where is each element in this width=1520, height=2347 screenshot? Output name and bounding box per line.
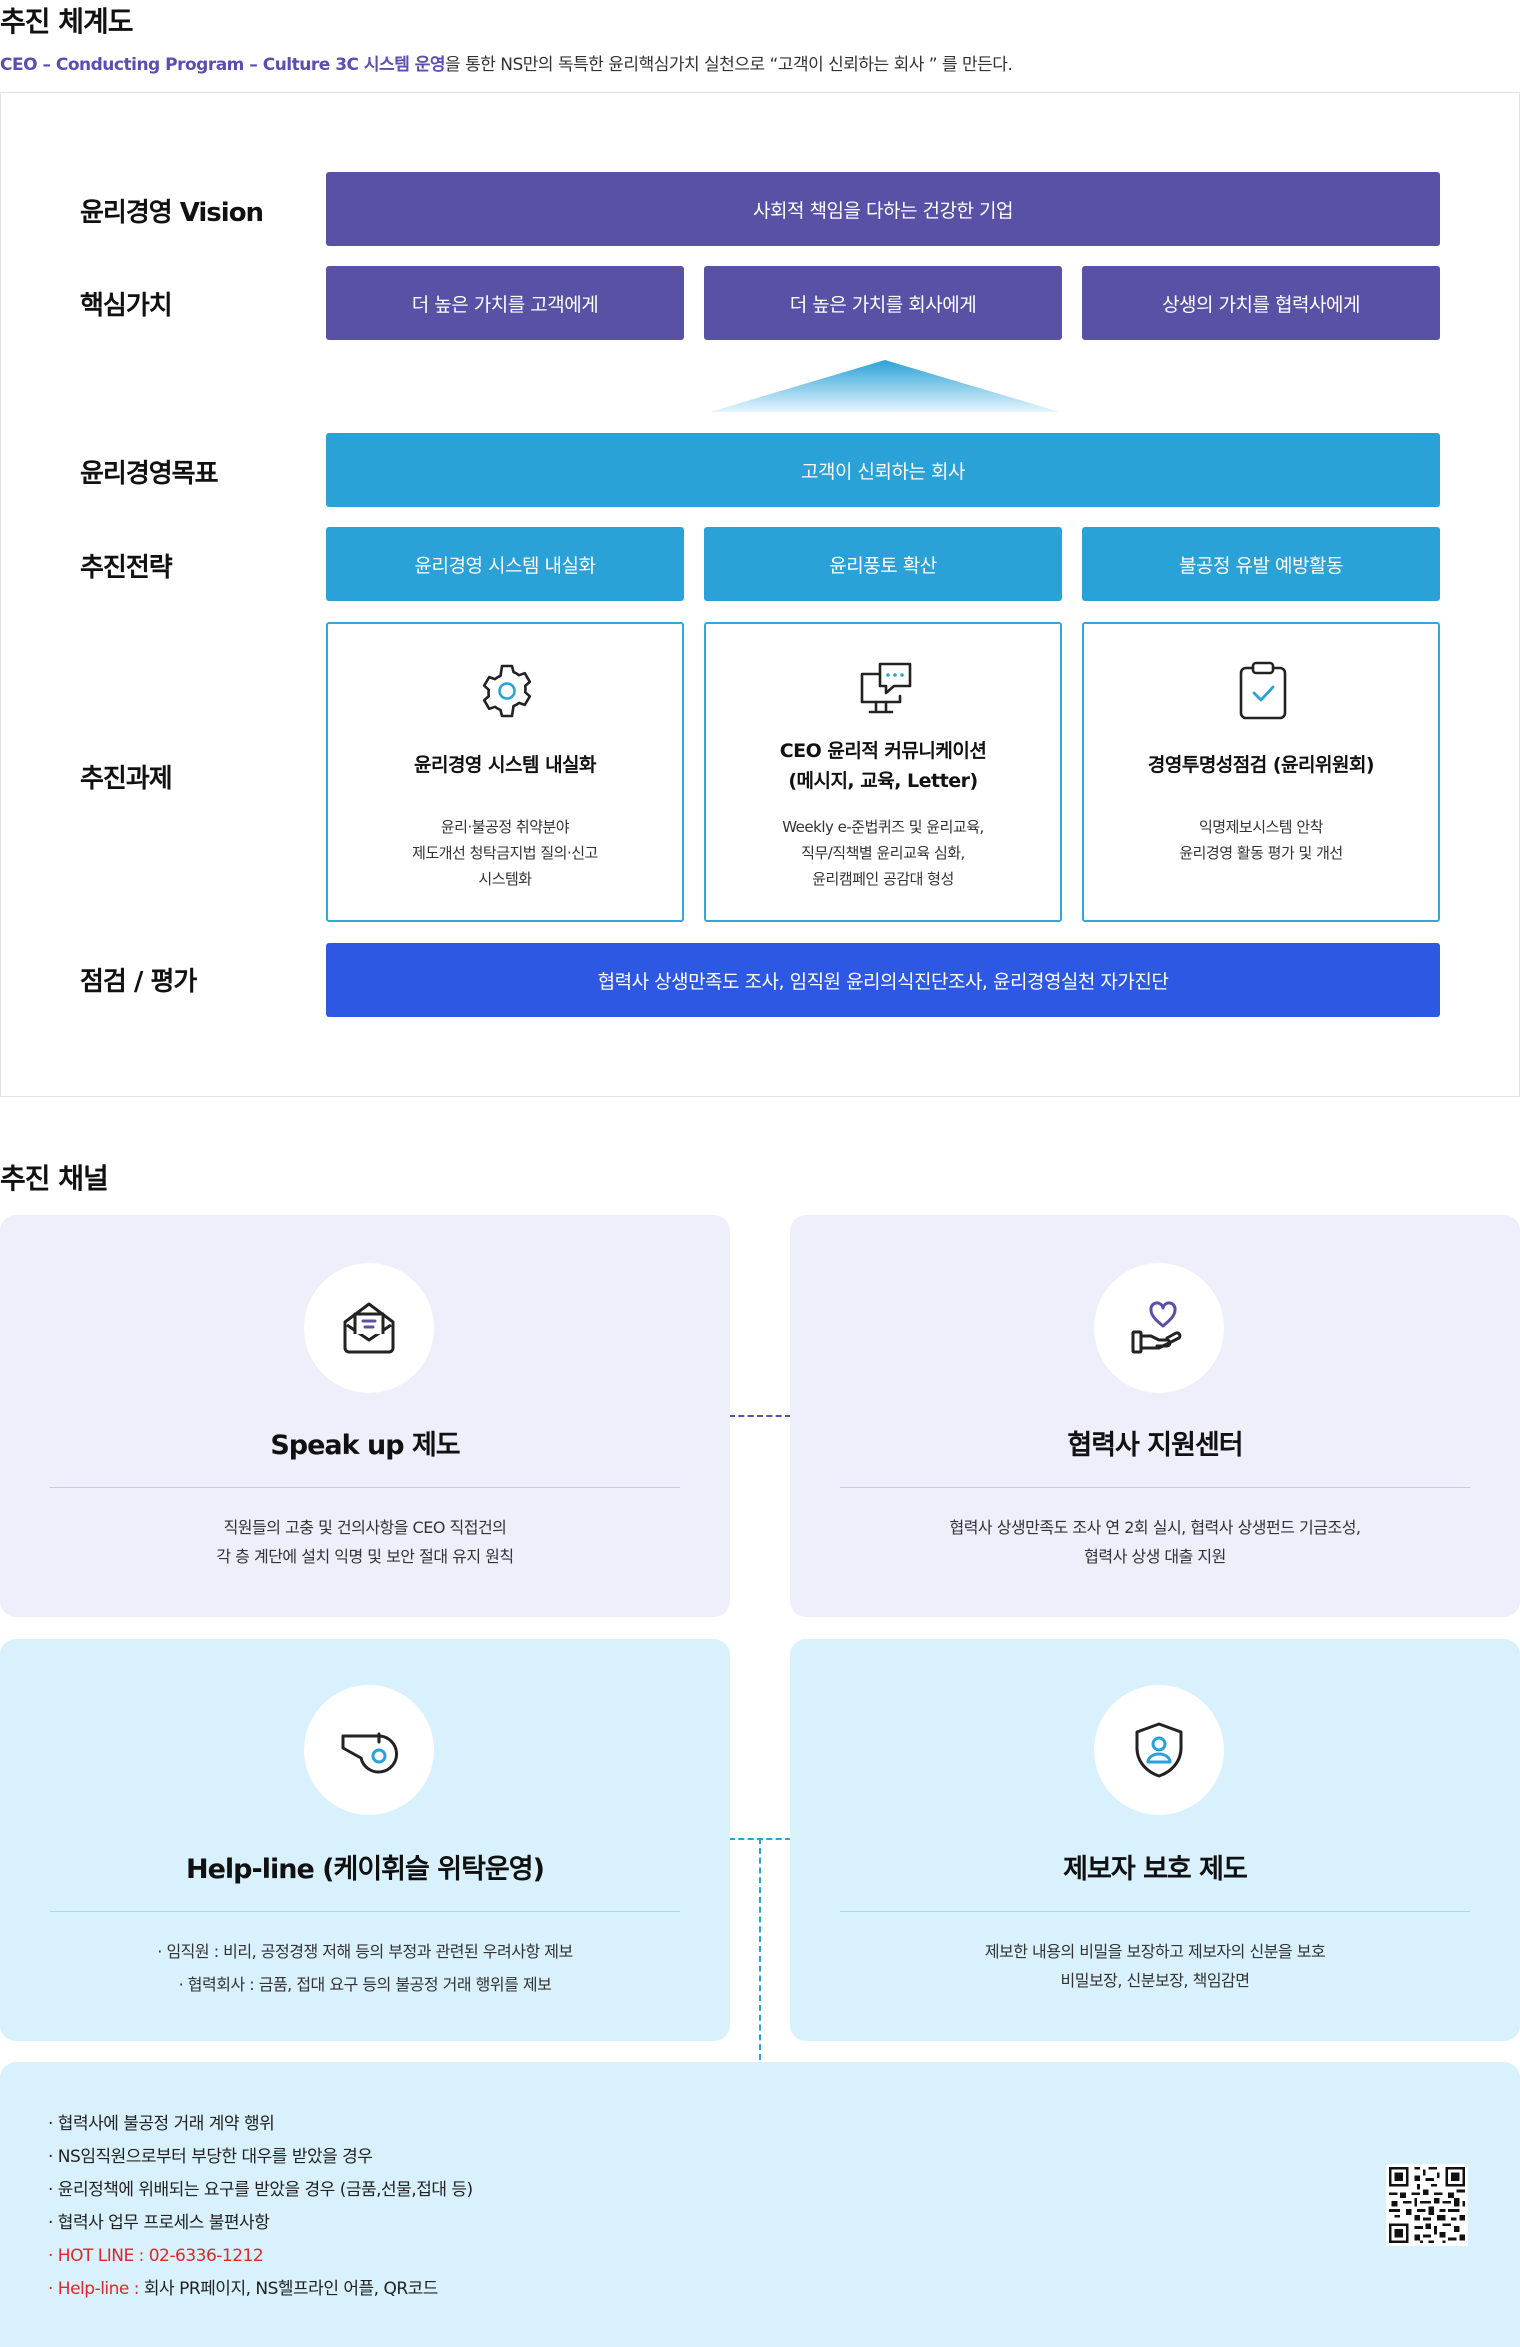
hotline-number[interactable]: · HOT LINE : 02-6336-1212 <box>48 2246 264 2266</box>
icon-circle <box>1094 1263 1224 1393</box>
task-desc-line: 익명제보시스템 안착 <box>1199 818 1323 836</box>
goal-label: 윤리경영목표 <box>80 459 219 489</box>
channel-card-protection: 제보자 보호 제도 제보한 내용의 비밀을 보장하고 제보자의 신분을 보호 비… <box>790 1639 1520 2041</box>
icon-circle <box>1094 1685 1224 1815</box>
icon-circle <box>304 1263 434 1393</box>
vision-label: 윤리경영 Vision <box>80 198 264 228</box>
channel-desc: · 임직원 : 비리, 공정경쟁 저해 등의 부정과 관련된 우려사항 제보 ·… <box>0 1935 730 2001</box>
task-desc: Weekly e-준법퀴즈 및 윤리교육, 직무/직책별 윤리교육 심화, 윤리… <box>716 814 1050 892</box>
strategy-prevention: 불공정 유발 예방활동 <box>1082 527 1440 601</box>
channel-title: 제보자 보호 제도 <box>1063 1854 1248 1885</box>
strategy-label: 추진전략 <box>80 553 173 583</box>
task-desc-line: 시스템화 <box>478 870 532 888</box>
section-title-system: 추진 체계도 <box>0 5 134 38</box>
core-value-partner: 상생의 가치를 협력사에게 <box>1082 266 1440 340</box>
channel-desc-line: 비밀보장, 신분보장, 책임감면 <box>1060 1971 1250 1990</box>
task-card-ceo-communication: CEO 윤리적 커뮤니케이션 (메시지, 교육, Letter) Weekly … <box>704 622 1062 922</box>
connector-line <box>729 1415 791 1417</box>
channel-title: Help-line (케이휘슬 위탁운영) <box>186 1854 545 1885</box>
subtitle-accent: CEO – Conducting Program – Culture 3C 시스… <box>0 55 446 75</box>
channel-desc-line: 협력사 상생만족도 조사 연 2회 실시, 협력사 상생펀드 기금조성, <box>949 1518 1361 1537</box>
helpline-channels: · Help-line : 회사 PR페이지, NS헬프라인 어플, QR코드 <box>48 2273 473 2306</box>
vision-bar: 사회적 책임을 다하는 건강한 기업 <box>326 172 1440 246</box>
heart-hand-icon <box>1131 1301 1182 1354</box>
task-card-transparency: 경영투명성점검 (윤리위원회) 익명제보시스템 안착 윤리경영 활동 평가 및 … <box>1082 622 1440 922</box>
channel-card-helpline: Help-line (케이휘슬 위탁운영) · 임직원 : 비리, 공정경쟁 저… <box>0 1639 730 2041</box>
helpline-label: · Help-line : <box>48 2279 140 2299</box>
task-card-system: 윤리경영 시스템 내실화 윤리·불공정 취약분야 제도개선 청탁금지법 질의·신… <box>326 622 684 922</box>
section-title-channels: 추진 채널 <box>0 1162 109 1195</box>
task-title: 윤리경영 시스템 내실화 <box>413 754 597 776</box>
strategy-culture: 윤리풍토 확산 <box>704 527 1062 601</box>
qr-code-icon[interactable] <box>1386 2164 1468 2246</box>
strategy-system: 윤리경영 시스템 내실화 <box>326 527 684 601</box>
report-item: · 협력사에 불공정 거래 계약 행위 <box>48 2114 275 2134</box>
gear-icon <box>482 664 532 718</box>
tasks-label: 추진과제 <box>80 764 173 794</box>
channel-desc-line: · 협력회사 : 금품, 접대 요구 등의 불공정 거래 행위를 제보 <box>178 1975 552 1994</box>
task-title-line: CEO 윤리적 커뮤니케이션 <box>779 740 987 762</box>
core-value-customer: 더 높은 가치를 고객에게 <box>326 266 684 340</box>
channel-desc: 제보한 내용의 비밀을 보장하고 제보자의 신분을 보호 비밀보장, 신분보장,… <box>790 1937 1520 1995</box>
report-info-list: · 협력사에 불공정 거래 계약 행위 · NS임직원으로부터 부당한 대우를 … <box>48 2108 473 2306</box>
report-item: · NS임직원으로부터 부당한 대우를 받았을 경우 <box>48 2147 373 2167</box>
task-title: 경영투명성점검 (윤리위원회) <box>1147 754 1375 776</box>
connector-line <box>759 1838 761 2060</box>
task-desc-line: 윤리캠페인 공감대 형성 <box>812 870 954 888</box>
task-desc-line: 제도개선 청탁금지법 질의·신고 <box>412 844 598 862</box>
divider <box>50 1911 680 1912</box>
report-info-box <box>0 2062 1520 2347</box>
goal-bar: 고객이 신뢰하는 회사 <box>326 433 1440 507</box>
evaluation-label: 점검 / 평가 <box>80 967 197 997</box>
monitor-chat-icon <box>860 662 912 714</box>
channel-desc: 협력사 상생만족도 조사 연 2회 실시, 협력사 상생펀드 기금조성, 협력사… <box>790 1513 1520 1571</box>
channel-desc-line: 직원들의 고충 및 건의사항을 CEO 직접건의 <box>223 1518 507 1537</box>
report-item: · 윤리정책에 위배되는 요구를 받았을 경우 (금품,선물,접대 등) <box>48 2180 473 2200</box>
channel-card-speakup: Speak up 제도 직원들의 고충 및 건의사항을 CEO 직접건의 각 층… <box>0 1215 730 1617</box>
core-values-label: 핵심가치 <box>80 291 173 321</box>
task-title: CEO 윤리적 커뮤니케이션 (메시지, 교육, Letter) <box>706 736 1060 796</box>
helpline-value: 회사 PR페이지, NS헬프라인 어플, QR코드 <box>139 2279 439 2299</box>
divider <box>840 1911 1470 1912</box>
task-desc-line: Weekly e-준법퀴즈 및 윤리교육, <box>782 818 984 836</box>
task-desc-line: 윤리경영 활동 평가 및 개선 <box>1179 844 1343 862</box>
divider <box>840 1487 1470 1488</box>
task-desc-line: 직무/직책별 윤리교육 심화, <box>801 844 965 862</box>
core-value-company: 더 높은 가치를 회사에게 <box>704 266 1062 340</box>
task-desc-line: 윤리·불공정 취약분야 <box>440 818 570 836</box>
task-desc: 익명제보시스템 안착 윤리경영 활동 평가 및 개선 <box>1094 814 1428 866</box>
task-title-line: (메시지, 교육, Letter) <box>788 770 978 792</box>
subtitle-rest: 을 통한 NS만의 독특한 윤리핵심가치 실천으로 “고객이 신뢰하는 회사 ”… <box>445 55 1013 75</box>
whistle-icon <box>341 1732 399 1774</box>
task-desc: 윤리·불공정 취약분야 제도개선 청탁금지법 질의·신고 시스템화 <box>338 814 672 892</box>
evaluation-bar: 협력사 상생만족도 조사, 임직원 윤리의식진단조사, 윤리경영실천 자가진단 <box>326 943 1440 1017</box>
shield-user-icon <box>1135 1722 1183 1778</box>
channel-desc-line: 제보한 내용의 비밀을 보장하고 제보자의 신분을 보호 <box>984 1942 1326 1961</box>
channel-desc-line: · 임직원 : 비리, 공정경쟁 저해 등의 부정과 관련된 우려사항 제보 <box>157 1942 573 1961</box>
report-item: · 협력사 업무 프로세스 불편사항 <box>48 2213 270 2233</box>
channel-desc: 직원들의 고충 및 건의사항을 CEO 직접건의 각 층 계단에 설치 익명 및… <box>0 1513 730 1571</box>
upward-arrow-icon <box>710 360 1060 412</box>
channel-title: 협력사 지원센터 <box>1067 1430 1243 1461</box>
channel-title: Speak up 제도 <box>270 1430 460 1461</box>
channel-desc-line: 각 층 계단에 설치 익명 및 보안 절대 유지 원칙 <box>216 1547 514 1566</box>
envelope-icon <box>343 1302 395 1354</box>
icon-circle <box>304 1685 434 1815</box>
clipboard-check-icon <box>1239 661 1287 720</box>
channel-desc-line: 협력사 상생 대출 지원 <box>1084 1547 1226 1566</box>
channel-card-partner: 협력사 지원센터 협력사 상생만족도 조사 연 2회 실시, 협력사 상생펀드 … <box>790 1215 1520 1617</box>
divider <box>50 1487 680 1488</box>
section-subtitle: CEO – Conducting Program – Culture 3C 시스… <box>0 50 1013 75</box>
